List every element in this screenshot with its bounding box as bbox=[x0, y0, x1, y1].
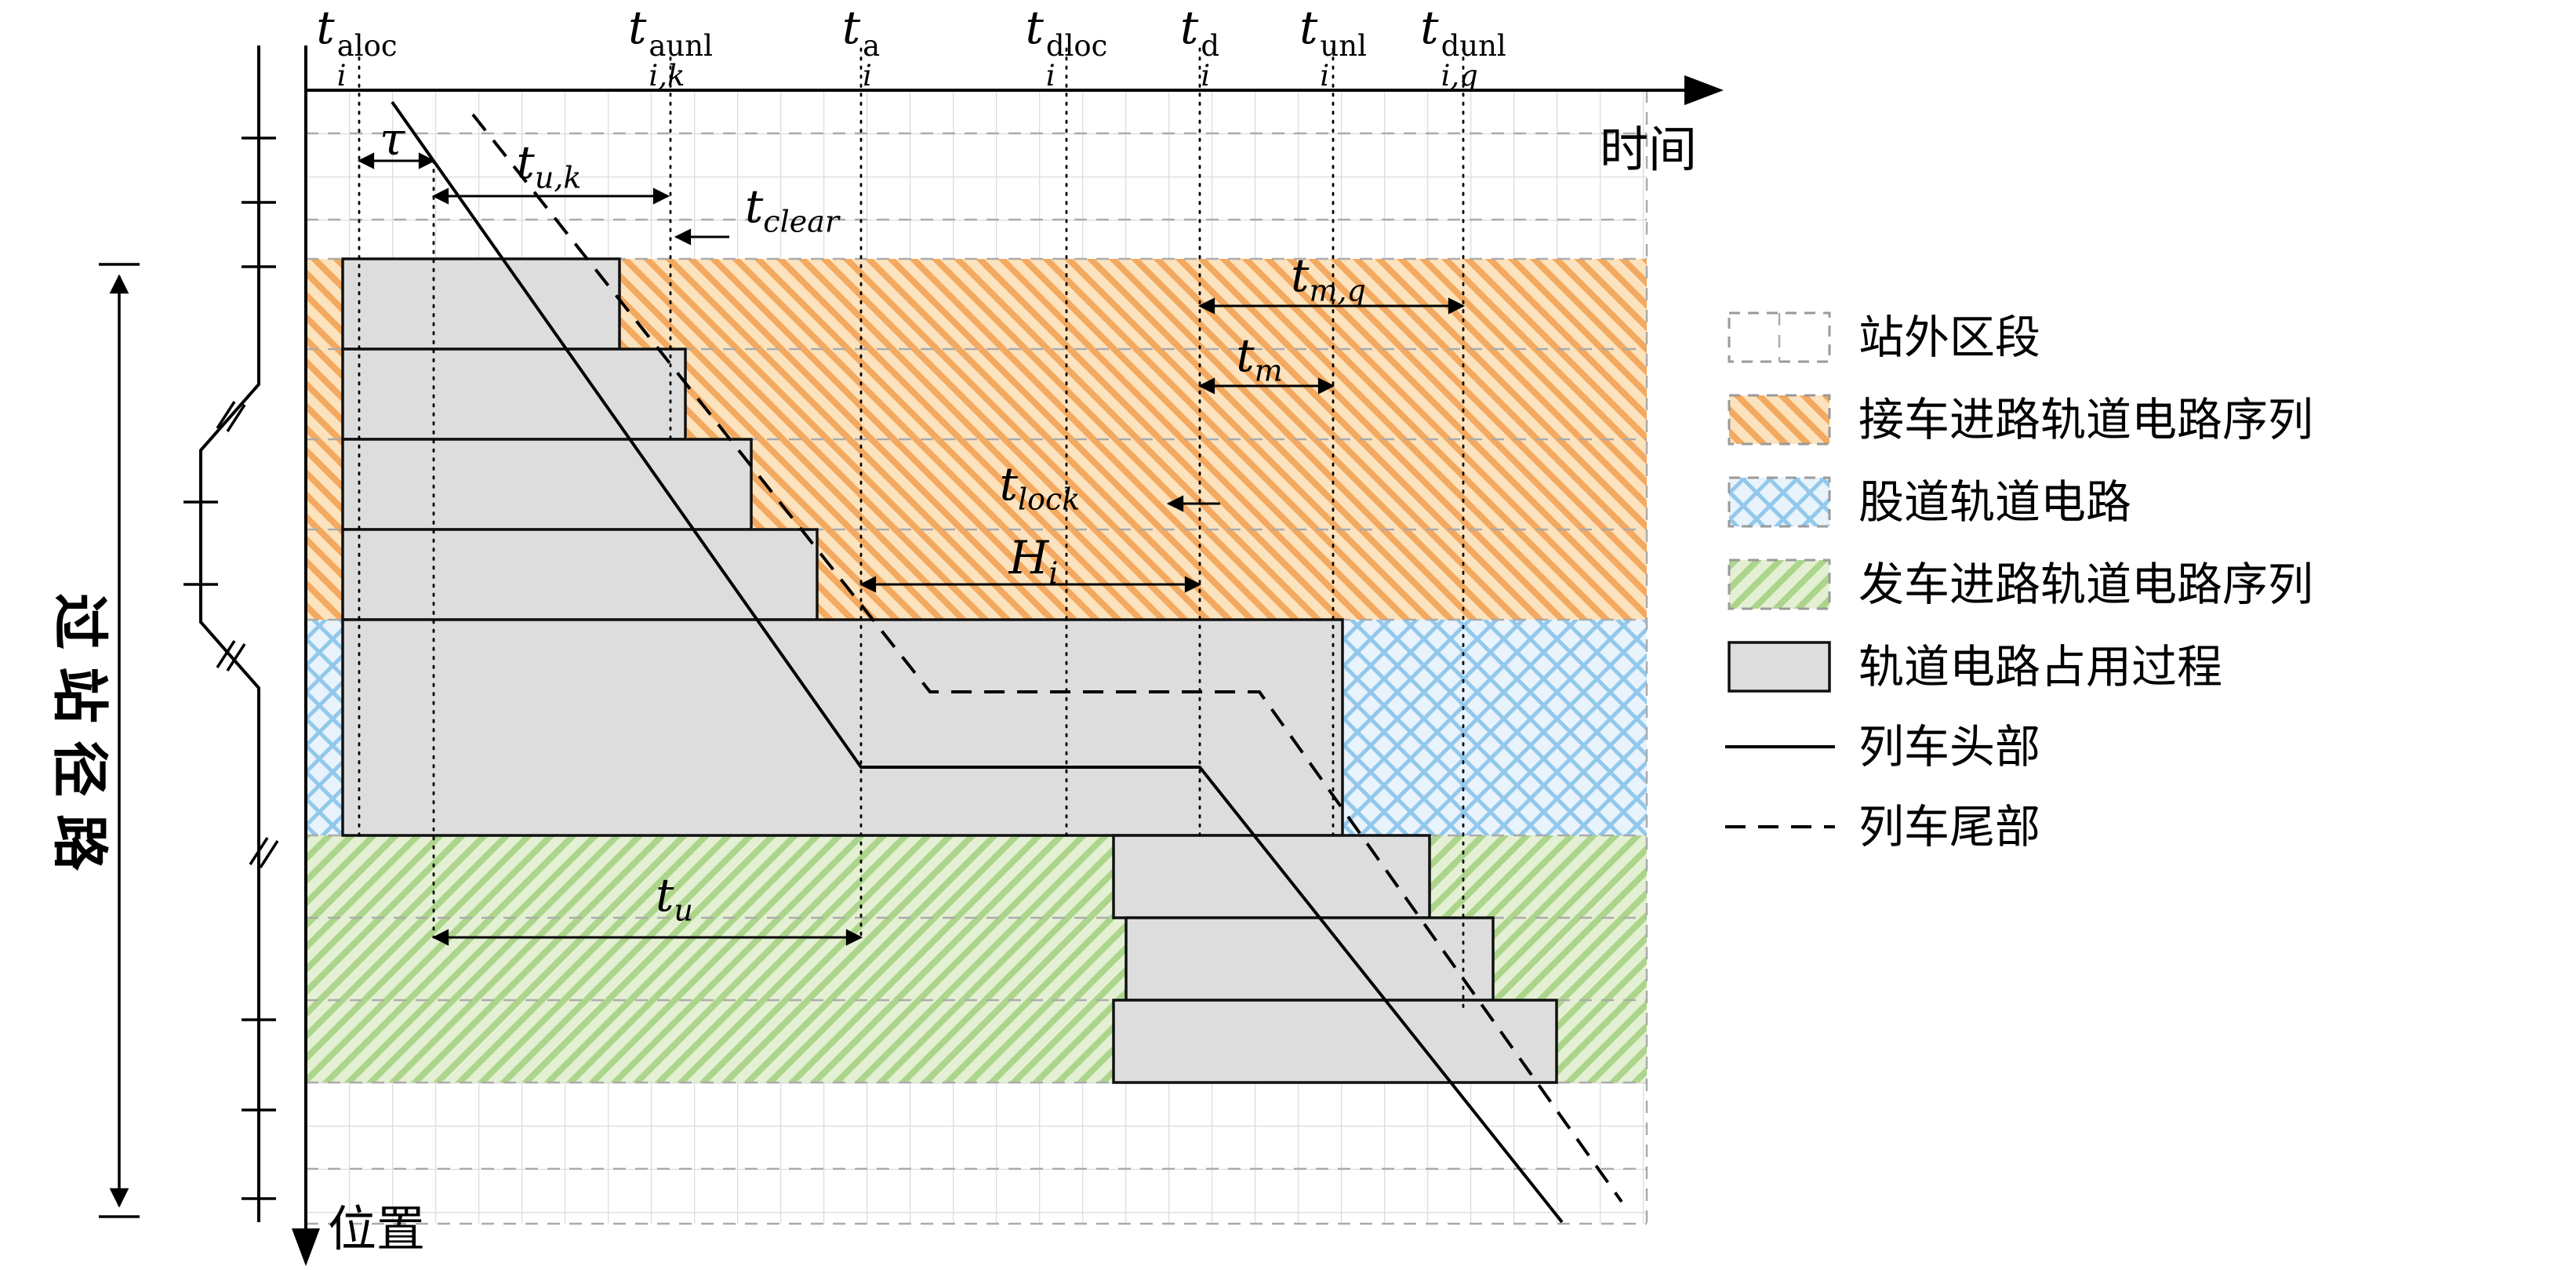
label-t-m: tm bbox=[1236, 329, 1283, 388]
route-extent-label: 过站径路 bbox=[47, 592, 111, 889]
route-extent-arrow bbox=[99, 263, 140, 1218]
occupation-box bbox=[341, 528, 819, 621]
station-track-schematic bbox=[183, 45, 279, 1222]
legend-label-tail: 列车尾部 bbox=[1858, 802, 2041, 853]
legend-label-arrival: 接车进路轨道电路序列 bbox=[1858, 395, 2314, 446]
axes bbox=[292, 45, 1724, 1266]
legend-swatch-occupation bbox=[1728, 641, 1831, 693]
legend-swatch-departure bbox=[1728, 559, 1831, 610]
legend-label-occupation: 轨道电路占用过程 bbox=[1858, 642, 2223, 693]
occupation-box bbox=[341, 348, 687, 441]
legend-label-siding: 股道轨道电路 bbox=[1858, 477, 2132, 528]
occupation-boxes bbox=[341, 257, 1558, 1084]
legend-swatch-siding bbox=[1728, 476, 1831, 528]
legend-label-head: 列车头部 bbox=[1858, 722, 2041, 773]
occupation-box-siding bbox=[341, 618, 1344, 837]
label-t-mq: tm,q bbox=[1291, 249, 1366, 308]
label-t-clear: tclear bbox=[744, 180, 840, 239]
train-tail-line bbox=[471, 113, 1623, 1203]
label-t-u: tu bbox=[656, 868, 693, 928]
occupation-box bbox=[1112, 999, 1558, 1084]
legend-swatches bbox=[1725, 311, 1835, 828]
legend-swatch-arrival bbox=[1728, 394, 1831, 446]
time-axis-arrowhead bbox=[1684, 75, 1724, 105]
y-axis-title: 位置 bbox=[328, 1203, 426, 1257]
occupation-box bbox=[341, 438, 753, 531]
break-marks bbox=[216, 401, 279, 868]
x-axis-title: 时间 bbox=[1600, 123, 1698, 177]
label-t-lock: tlock bbox=[999, 457, 1081, 517]
occupation-box bbox=[1125, 916, 1495, 1002]
legend-label-departure: 发车进路轨道电路序列 bbox=[1858, 559, 2314, 610]
position-axis-arrowhead bbox=[292, 1228, 320, 1266]
time-marker-lines bbox=[358, 47, 1465, 1011]
legend-label-outside: 站外区段 bbox=[1858, 312, 2041, 363]
occupation-box bbox=[1112, 834, 1431, 919]
label-tau: τ bbox=[379, 112, 405, 166]
occupation-box bbox=[341, 257, 621, 351]
label-h-i: Hi bbox=[1008, 531, 1059, 591]
train-head-line bbox=[391, 100, 1564, 1224]
label-t-uk: tu,k bbox=[516, 136, 582, 195]
measure-arrows bbox=[357, 152, 1466, 946]
